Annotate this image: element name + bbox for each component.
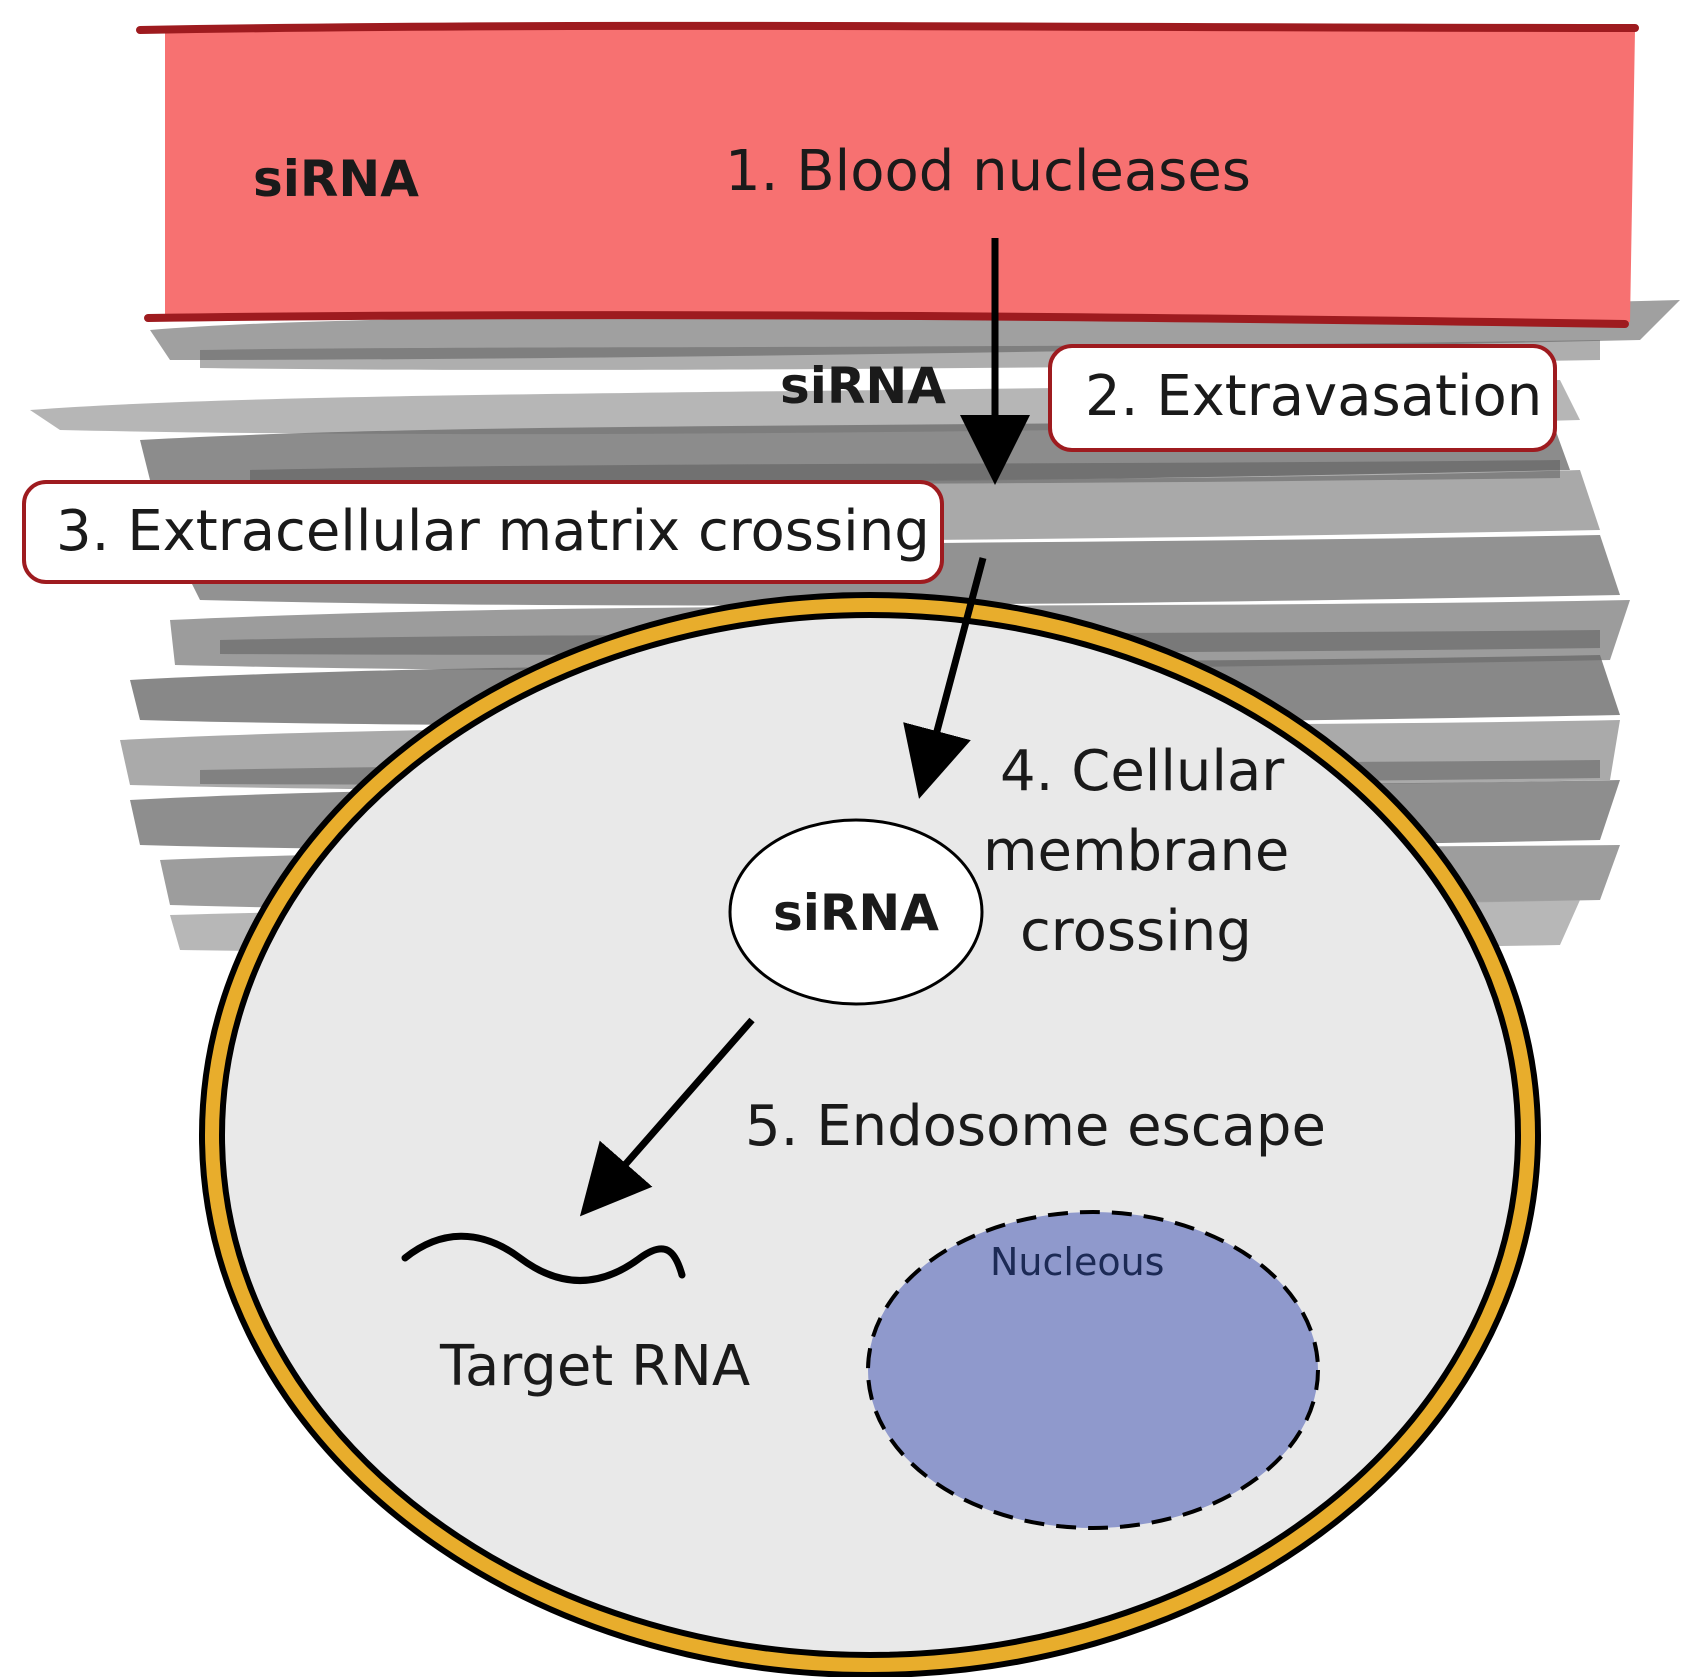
- arrow-icon: [903, 557, 987, 799]
- extravasation-box: [1048, 344, 1557, 452]
- step4-label-line2: membrane: [983, 819, 1289, 884]
- step4-label-line3: crossing: [1020, 899, 1252, 964]
- ecm-crossing-box: [22, 480, 944, 584]
- step2-label: 2. Extravasation: [1085, 364, 1542, 429]
- step1-label: 1. Blood nucleases: [725, 139, 1251, 204]
- nucleus-label: Nucleous: [990, 1240, 1164, 1284]
- step4-label-line1: 4. Cellular: [1000, 739, 1285, 804]
- arrow-icon: [579, 1017, 755, 1217]
- sirna-blood-label: siRNA: [253, 150, 419, 208]
- target-rna-label: Target RNA: [439, 1334, 750, 1399]
- blood-vessel: [136, 21, 1639, 328]
- rna-strand-icon: [401, 1232, 686, 1284]
- nucleus: [866, 1210, 1320, 1530]
- sirna-matrix-label: siRNA: [780, 357, 946, 415]
- step3-label: 3. Extracellular matrix crossing: [56, 499, 930, 564]
- sirna-vesicle: [728, 818, 984, 1006]
- sirna-cell-label: siRNA: [773, 884, 939, 942]
- step5-label: 5. Endosome escape: [745, 1094, 1326, 1159]
